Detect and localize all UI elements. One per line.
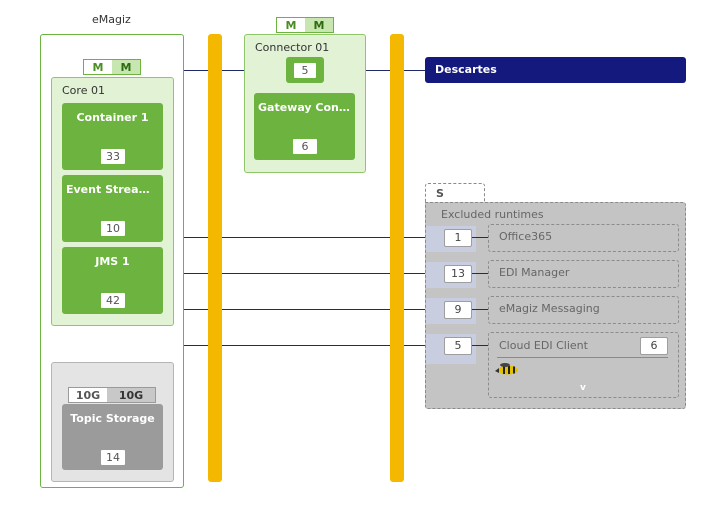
topic-storage-label: Topic Storage (70, 412, 155, 425)
excluded-runtime-card[interactable]: Office365 (488, 224, 679, 252)
excluded-tab[interactable]: S (425, 183, 485, 203)
runtime-count-badge: 5 (444, 337, 472, 355)
runtime-label: Office365 (499, 230, 553, 243)
tab-10g-2[interactable]: 10G (107, 388, 155, 402)
excluded-runtime-card-expanded[interactable]: Cloud EDI Client 6 v (488, 332, 679, 398)
container-label: JMS 1 (95, 255, 130, 268)
connection-line (470, 345, 488, 346)
container-count-badge: 10 (100, 220, 126, 237)
connection-line (184, 345, 208, 346)
connector-count-badge: 5 (293, 62, 317, 79)
tab-m-1[interactable]: M (285, 18, 297, 32)
connection-line (222, 237, 390, 238)
connection-line (404, 70, 426, 71)
topic-storage-count-badge: 14 (100, 449, 126, 466)
gateway-container-label: Gateway Cont… (258, 101, 351, 114)
topic-storage-card[interactable]: Topic Storage 14 (62, 404, 163, 470)
divider (497, 357, 668, 358)
bus-bar-left[interactable] (208, 34, 222, 482)
connection-line (222, 309, 390, 310)
core-machine-tabs[interactable]: M M (83, 59, 141, 75)
container-label: Container 1 (76, 111, 149, 124)
emagiz-title: eMagiz (92, 13, 131, 26)
connection-line (470, 309, 488, 310)
connection-line (470, 237, 488, 238)
connection-line (404, 273, 440, 274)
connection-line (404, 309, 440, 310)
runtime-sub-count-badge: 6 (640, 337, 668, 355)
container-label: Event Streami… (66, 183, 159, 196)
runtime-count-badge: 1 (444, 229, 472, 247)
connector-machine-tabs[interactable]: M M (276, 17, 334, 33)
connection-line (366, 70, 390, 71)
runtime-count-badge: 13 (444, 265, 472, 283)
gateway-count-badge: 6 (292, 138, 318, 155)
descartes-system[interactable]: Descartes (425, 57, 686, 83)
container-card[interactable]: JMS 1 42 (62, 247, 163, 314)
excluded-title: Excluded runtimes (441, 208, 544, 221)
connection-line (184, 237, 208, 238)
connection-line (222, 345, 390, 346)
descartes-label: Descartes (435, 63, 497, 76)
tab-10g-1[interactable]: 10G (69, 388, 107, 402)
tab-m-2[interactable]: M (112, 60, 140, 74)
container-count-badge: 42 (100, 292, 126, 309)
container-card[interactable]: Container 1 33 (62, 103, 163, 170)
connector-title: Connector 01 (255, 41, 330, 54)
connection-line (184, 309, 208, 310)
bee-icon (493, 362, 521, 376)
excluded-runtime-card[interactable]: EDI Manager (488, 260, 679, 288)
bus-bar-right[interactable] (390, 34, 404, 482)
expand-chevron-icon[interactable]: v (580, 383, 586, 393)
core-title: Core 01 (62, 84, 105, 97)
connection-line (222, 70, 244, 71)
gateway-container-card[interactable]: Gateway Cont… 6 (254, 93, 355, 160)
connection-line (184, 273, 208, 274)
connection-line (470, 273, 488, 274)
excluded-runtime-card[interactable]: eMagiz Messaging (488, 296, 679, 324)
connector-count-box[interactable]: 5 (286, 57, 324, 83)
container-count-badge: 33 (100, 148, 126, 165)
runtime-count-badge: 9 (444, 301, 472, 319)
storage-tabs[interactable]: 10G 10G (68, 387, 156, 403)
connection-line (222, 273, 390, 274)
container-card[interactable]: Event Streami… 10 (62, 175, 163, 242)
runtime-label: EDI Manager (499, 266, 570, 279)
connection-line (404, 237, 440, 238)
runtime-label: eMagiz Messaging (499, 302, 600, 315)
connection-line (184, 70, 208, 71)
tab-m-2[interactable]: M (305, 18, 333, 32)
excluded-tab-label: S (436, 187, 444, 200)
tab-m-1[interactable]: M (92, 60, 104, 74)
connection-line (404, 345, 440, 346)
runtime-label: Cloud EDI Client (499, 339, 588, 352)
